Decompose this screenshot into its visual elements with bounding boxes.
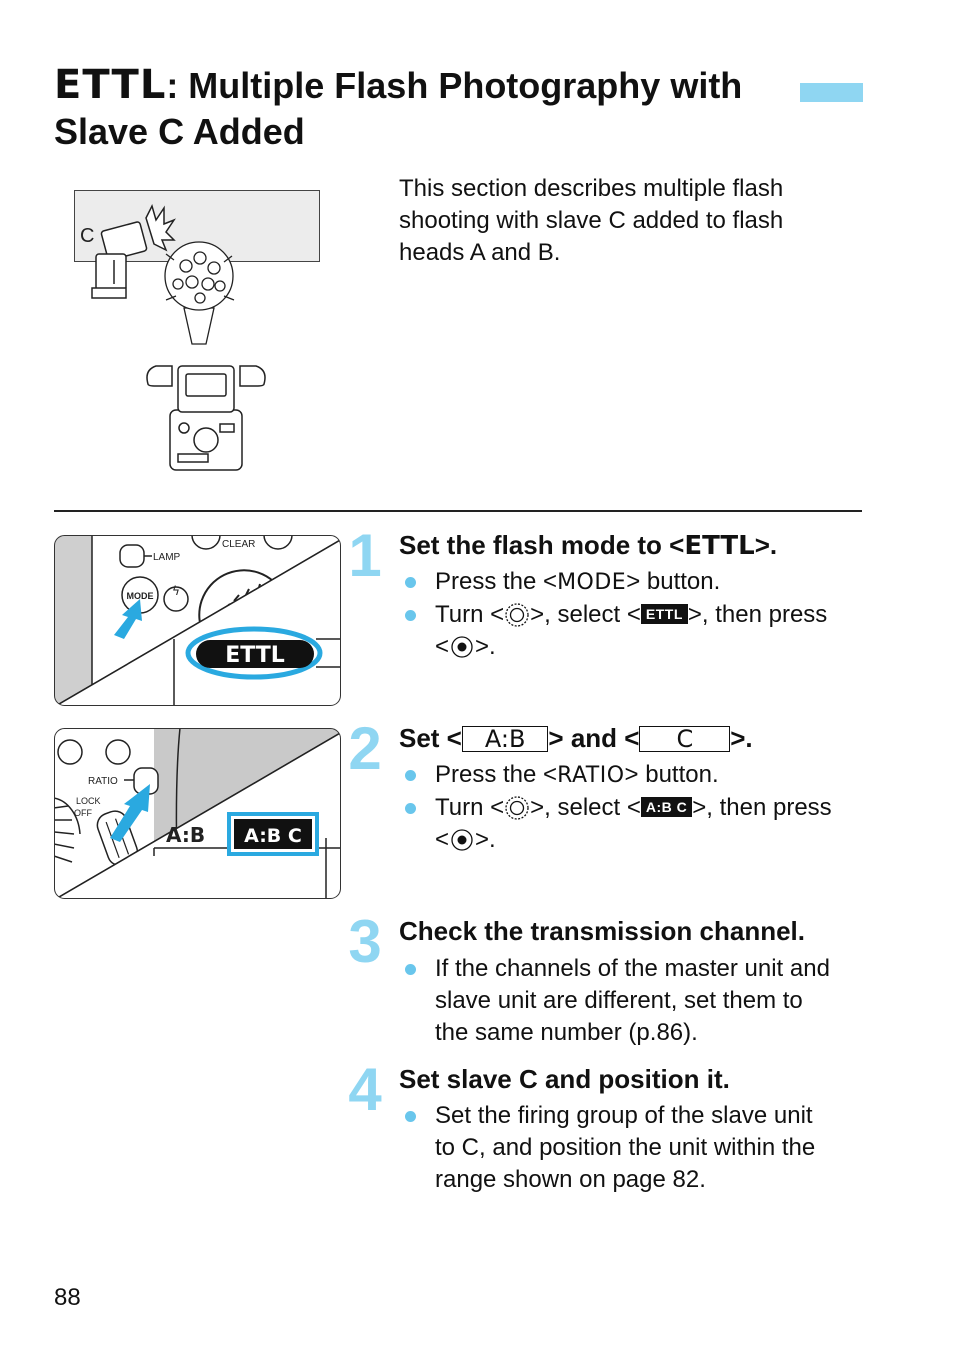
lcd-abc-label: A:B C xyxy=(244,825,302,847)
step-title: Set slave C and position it. xyxy=(399,1064,730,1094)
lock-label: LOCK xyxy=(76,796,101,806)
mode-button-name: MODE xyxy=(557,570,627,595)
bullet-item: Press the <MODE> button. xyxy=(399,566,839,599)
step-number: 3 xyxy=(348,908,382,975)
step2-figure: RATIO LOCK OFF A:B A:B C xyxy=(54,728,341,899)
c-group-icon: C xyxy=(639,726,731,752)
bullet-dot-icon xyxy=(405,964,416,975)
ab-ratio-icon: A:B xyxy=(461,726,549,752)
step-title-suffix: >. xyxy=(754,530,778,560)
step-body: Set the firing group of the slave unit t… xyxy=(399,1100,839,1196)
bullet-dot-icon xyxy=(405,770,416,781)
step-title: Set <A:B> and <C>. xyxy=(399,723,753,753)
ratio-label: RATIO xyxy=(88,776,118,787)
step-title-mode: ETTL xyxy=(684,531,755,561)
section-divider xyxy=(54,510,862,512)
slave-c-illustration: C xyxy=(74,190,320,471)
intro-text: This section describes multiple flash sh… xyxy=(399,175,784,266)
bullet-dot-icon xyxy=(405,610,416,621)
step-body: If the channels of the master unit and s… xyxy=(399,953,839,1049)
step-body: Press the <RATIO> button. Turn <>, selec… xyxy=(399,759,839,856)
title-line1: : Multiple Flash Photography with xyxy=(166,65,743,106)
bullet-item: Turn <>, select <A:B C>, then press <>. xyxy=(399,792,839,856)
mode-button-label: MODE xyxy=(127,591,154,601)
bullet-item: Set the firing group of the slave unit t… xyxy=(399,1100,839,1196)
step-title-prefix: Set the flash mode to < xyxy=(399,530,685,560)
abc-lcd-icon: A:B C xyxy=(640,797,693,817)
set-button-icon xyxy=(451,829,473,851)
bullet-item: Turn <>, select <ETTL>, then press <>. xyxy=(399,599,839,663)
title-accent-bar xyxy=(800,83,863,102)
clear-label: CLEAR xyxy=(222,539,255,550)
quick-control-dial-icon xyxy=(505,796,529,820)
bullet-dot-icon xyxy=(405,803,416,814)
set-button-icon xyxy=(451,636,473,658)
lcd-ettl-label: ETTL xyxy=(225,643,285,668)
bullet-dot-icon xyxy=(405,577,416,588)
step1-figure: LAMP CLEAR MODE ϟ ETTL xyxy=(54,535,341,706)
page-title: ETTL: Multiple Flash Photography with Sl… xyxy=(54,62,794,155)
bullet-dot-icon xyxy=(405,1111,416,1122)
bullet-item: Press the <RATIO> button. xyxy=(399,759,839,792)
step-title: Check the transmission channel. xyxy=(399,916,806,946)
step-number: 4 xyxy=(348,1056,382,1123)
step-body: Press the <MODE> button. Turn <>, select… xyxy=(399,566,839,663)
page-number: 88 xyxy=(54,1284,81,1311)
step-number: 1 xyxy=(348,522,382,589)
title-line2: Slave C Added xyxy=(54,111,305,152)
svg-text:ϟ: ϟ xyxy=(172,584,180,598)
lamp-label: LAMP xyxy=(153,552,181,563)
quick-control-dial-icon xyxy=(505,603,529,627)
slave-c-label: C xyxy=(80,225,94,247)
off-label: OFF xyxy=(74,808,92,818)
step-number: 2 xyxy=(348,715,382,782)
bullet-item: If the channels of the master unit and s… xyxy=(399,953,839,1049)
lcd-ab-label: A:B xyxy=(166,823,205,847)
title-mode-label: ETTL xyxy=(54,62,167,108)
ratio-button-name: RATIO xyxy=(557,763,625,788)
step-title: Set the flash mode to <ETTL>. xyxy=(399,528,777,563)
ettl-lcd-icon: ETTL xyxy=(640,604,688,624)
